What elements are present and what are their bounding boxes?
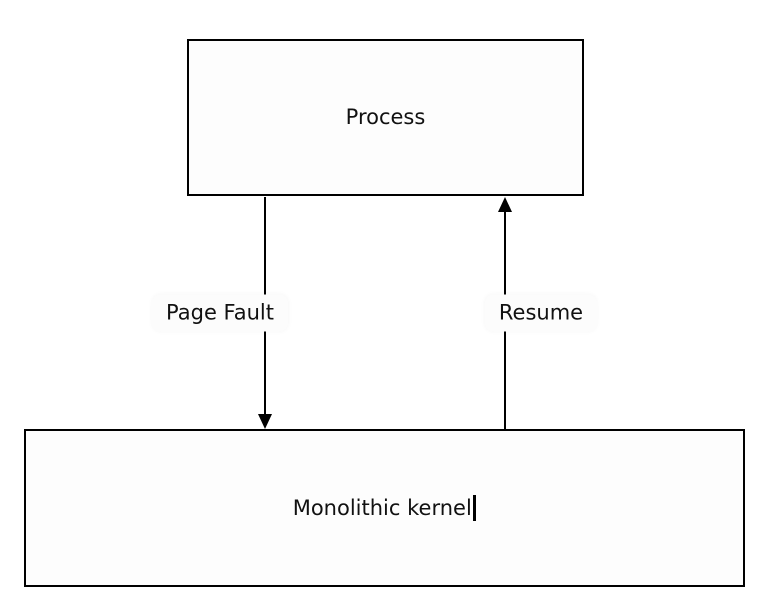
node-process-label: Process xyxy=(345,105,426,129)
arrowhead-up-icon xyxy=(498,197,512,212)
arrowhead-down-icon xyxy=(258,414,272,429)
node-monolithic-kernel[interactable]: Monolithic kernel xyxy=(24,429,745,587)
text-caret xyxy=(472,495,477,521)
node-monolithic-kernel-label: Monolithic kernel xyxy=(292,495,472,520)
edge-label-page-fault[interactable]: Page Fault xyxy=(152,294,288,332)
edge-label-resume[interactable]: Resume xyxy=(484,294,598,332)
node-process[interactable]: Process xyxy=(187,39,584,196)
